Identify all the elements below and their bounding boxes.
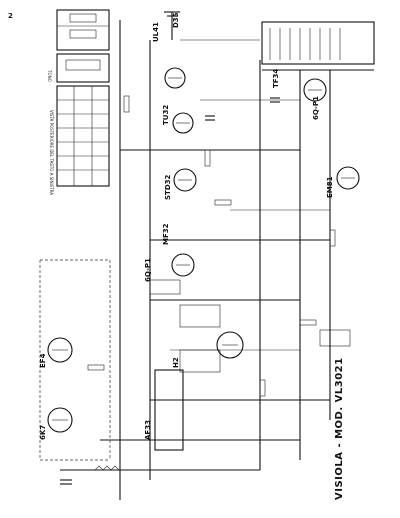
tube-label-d35: D35 [172, 12, 180, 28]
tube-label-em81: EM81 [326, 176, 334, 198]
tube-label-6qp1-top: 6Q-P1 [312, 96, 320, 120]
tube-6qp1-top [303, 78, 327, 102]
af33-block [154, 369, 184, 451]
output-block [261, 21, 375, 71]
tube-tu32 [172, 112, 194, 134]
tono-label: TONO [47, 69, 52, 82]
tube-em81 [336, 166, 360, 190]
tube-label-tu32: TU32 [162, 105, 170, 125]
tube-label-af33: AF33 [144, 420, 152, 440]
antenna [164, 11, 180, 40]
tube-mf32 [171, 253, 195, 277]
tube-label-mf32: MF32 [162, 223, 170, 245]
tube-label-h2: H2 [172, 357, 180, 368]
tube-label-6k7: 6K7 [39, 425, 47, 440]
tube-label-ul41: UL41 [152, 22, 160, 42]
switch-block: TONO VISTA POSTERIORE DEL TASTO A SINIST… [47, 9, 110, 195]
tube-std32 [173, 168, 197, 192]
tube-ul41 [164, 67, 186, 89]
switch-note: VISTA POSTERIORE DEL TASTO A SINISTRA [49, 110, 54, 195]
tube-label-ef4: EF4 [39, 353, 47, 368]
tube-label-tf34: TF34 [272, 69, 280, 88]
diagram-title: VISIOLA - MOD. VL3021 [334, 357, 345, 500]
tube-6qp1-mid [216, 331, 244, 359]
main-wiring [39, 20, 331, 500]
tube-6k7 [47, 407, 73, 433]
components [60, 95, 351, 485]
tube-label-std32: STD32 [164, 175, 172, 200]
tube-label-6qp1-mid: 6Q-P1 [144, 258, 152, 282]
page-number: 2 [8, 12, 13, 20]
tube-ef4-left [47, 337, 73, 363]
